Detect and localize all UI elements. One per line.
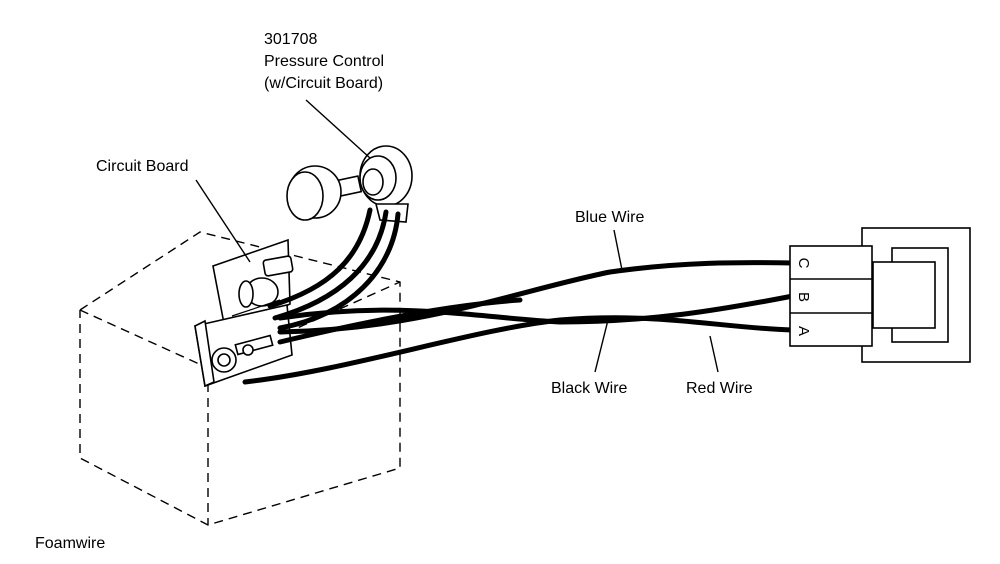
black-wire <box>277 293 796 325</box>
leader-lines <box>195 99 719 373</box>
control-wires <box>267 207 401 331</box>
blue-wire-label: Blue Wire <box>575 209 644 226</box>
blue-wire <box>277 260 796 335</box>
connector <box>789 227 971 363</box>
circuit-board <box>212 238 294 336</box>
red-wire-label: Red Wire <box>686 380 753 397</box>
terminal-b-label: B <box>795 292 812 302</box>
figure-caption: Foamwire <box>35 535 105 552</box>
harness-wires <box>242 260 796 385</box>
mounting-bracket <box>194 304 293 388</box>
part-number-label: 301708 <box>264 31 317 48</box>
circuit-board-label: Circuit Board <box>96 158 188 175</box>
black-wire-label: Black Wire <box>551 380 628 397</box>
part-name-label: Pressure Control <box>264 53 384 70</box>
part-detail-label: (w/Circuit Board) <box>264 75 383 92</box>
terminal-c-label: C <box>795 258 812 269</box>
pressure-control-knob <box>286 145 413 223</box>
terminal-a-label: A <box>795 326 812 336</box>
red-wire <box>242 315 796 385</box>
